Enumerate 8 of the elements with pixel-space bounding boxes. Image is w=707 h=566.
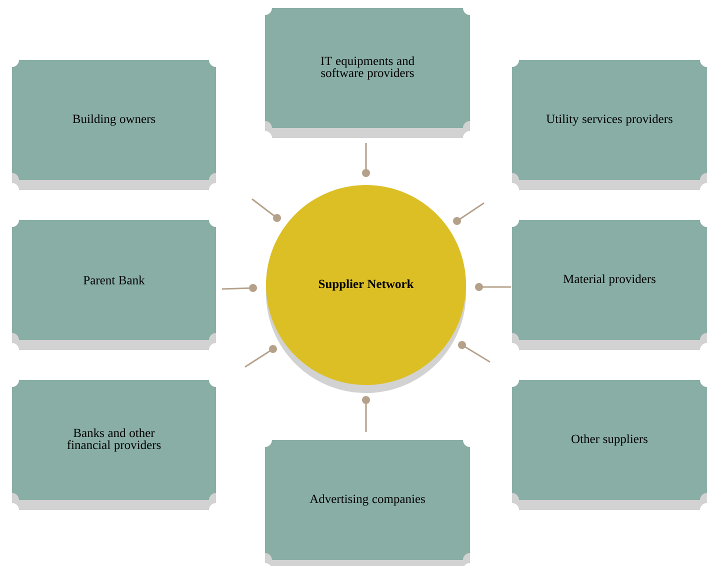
supplier-box: IT equipments and software providers [265, 8, 470, 138]
supplier-box: Utility services providers [512, 60, 707, 190]
supplier-box: Building owners [12, 60, 216, 190]
supplier-box: Material providers [512, 220, 707, 350]
supplier-box: Parent Bank [12, 220, 216, 350]
supplier-box: Advertising companies [265, 440, 470, 566]
supplier-box: Banks and other financial providers [12, 380, 216, 510]
supplier-box: Other suppliers [512, 380, 707, 510]
